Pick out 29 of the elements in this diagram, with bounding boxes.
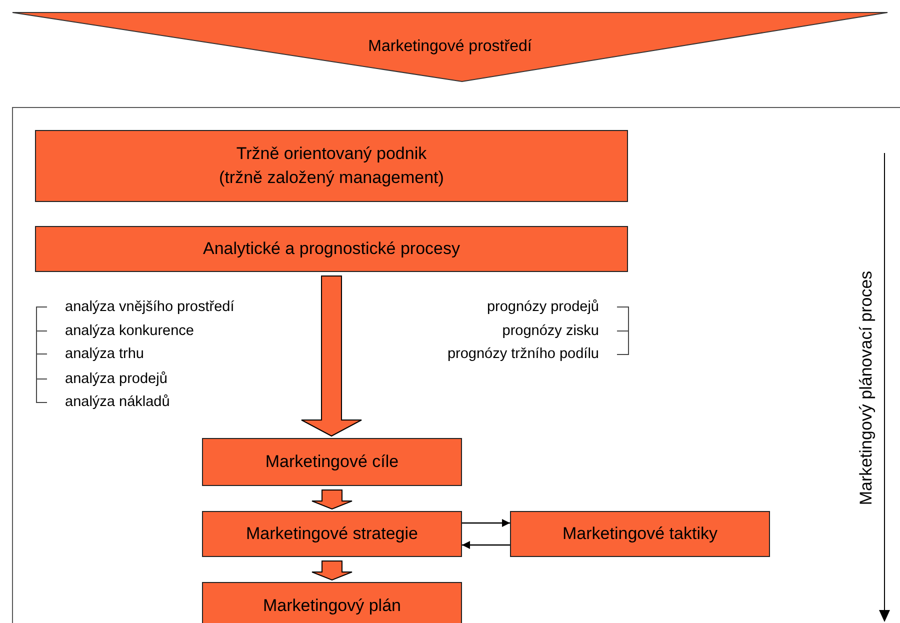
- arrow: [462, 519, 510, 527]
- process-box: [35, 226, 628, 272]
- box-label: Marketingové strategie: [246, 523, 418, 545]
- block-arrow: [301, 276, 362, 437]
- list-item: analýza konkurence: [65, 322, 194, 340]
- process-label: Marketingový plánovací proces: [855, 270, 876, 506]
- process-box: [202, 511, 462, 557]
- arrow: [462, 541, 510, 549]
- list-item: prognózy prodejů: [486, 298, 599, 316]
- block-arrow: [312, 490, 352, 510]
- block-arrow: [312, 560, 352, 581]
- triangle-banner: [12, 12, 888, 82]
- box-label: Marketingové cíle: [265, 451, 399, 473]
- process-box: [510, 511, 770, 557]
- box-label: Tržně orientovaný podnik: [236, 143, 427, 165]
- list-item: analýza prodejů: [65, 370, 168, 388]
- box-label: Marketingové taktiky: [562, 523, 718, 545]
- list-item: analýza trhu: [65, 345, 144, 363]
- box-label: (tržně založený management): [219, 167, 444, 189]
- process-box: [202, 582, 462, 623]
- box-label: Marketingový plán: [263, 595, 401, 617]
- list-item: analýza nákladů: [65, 393, 170, 411]
- list-item: prognózy zisku: [502, 322, 599, 340]
- banner-label: Marketingové prostředí: [368, 37, 532, 57]
- process-box: [35, 130, 628, 202]
- box-label: Analytické a prognostické procesy: [202, 238, 460, 260]
- list-item: prognózy tržního podílu: [447, 345, 599, 363]
- list-item: analýza vnějšího prostředí: [65, 298, 234, 316]
- process-box: [202, 438, 462, 486]
